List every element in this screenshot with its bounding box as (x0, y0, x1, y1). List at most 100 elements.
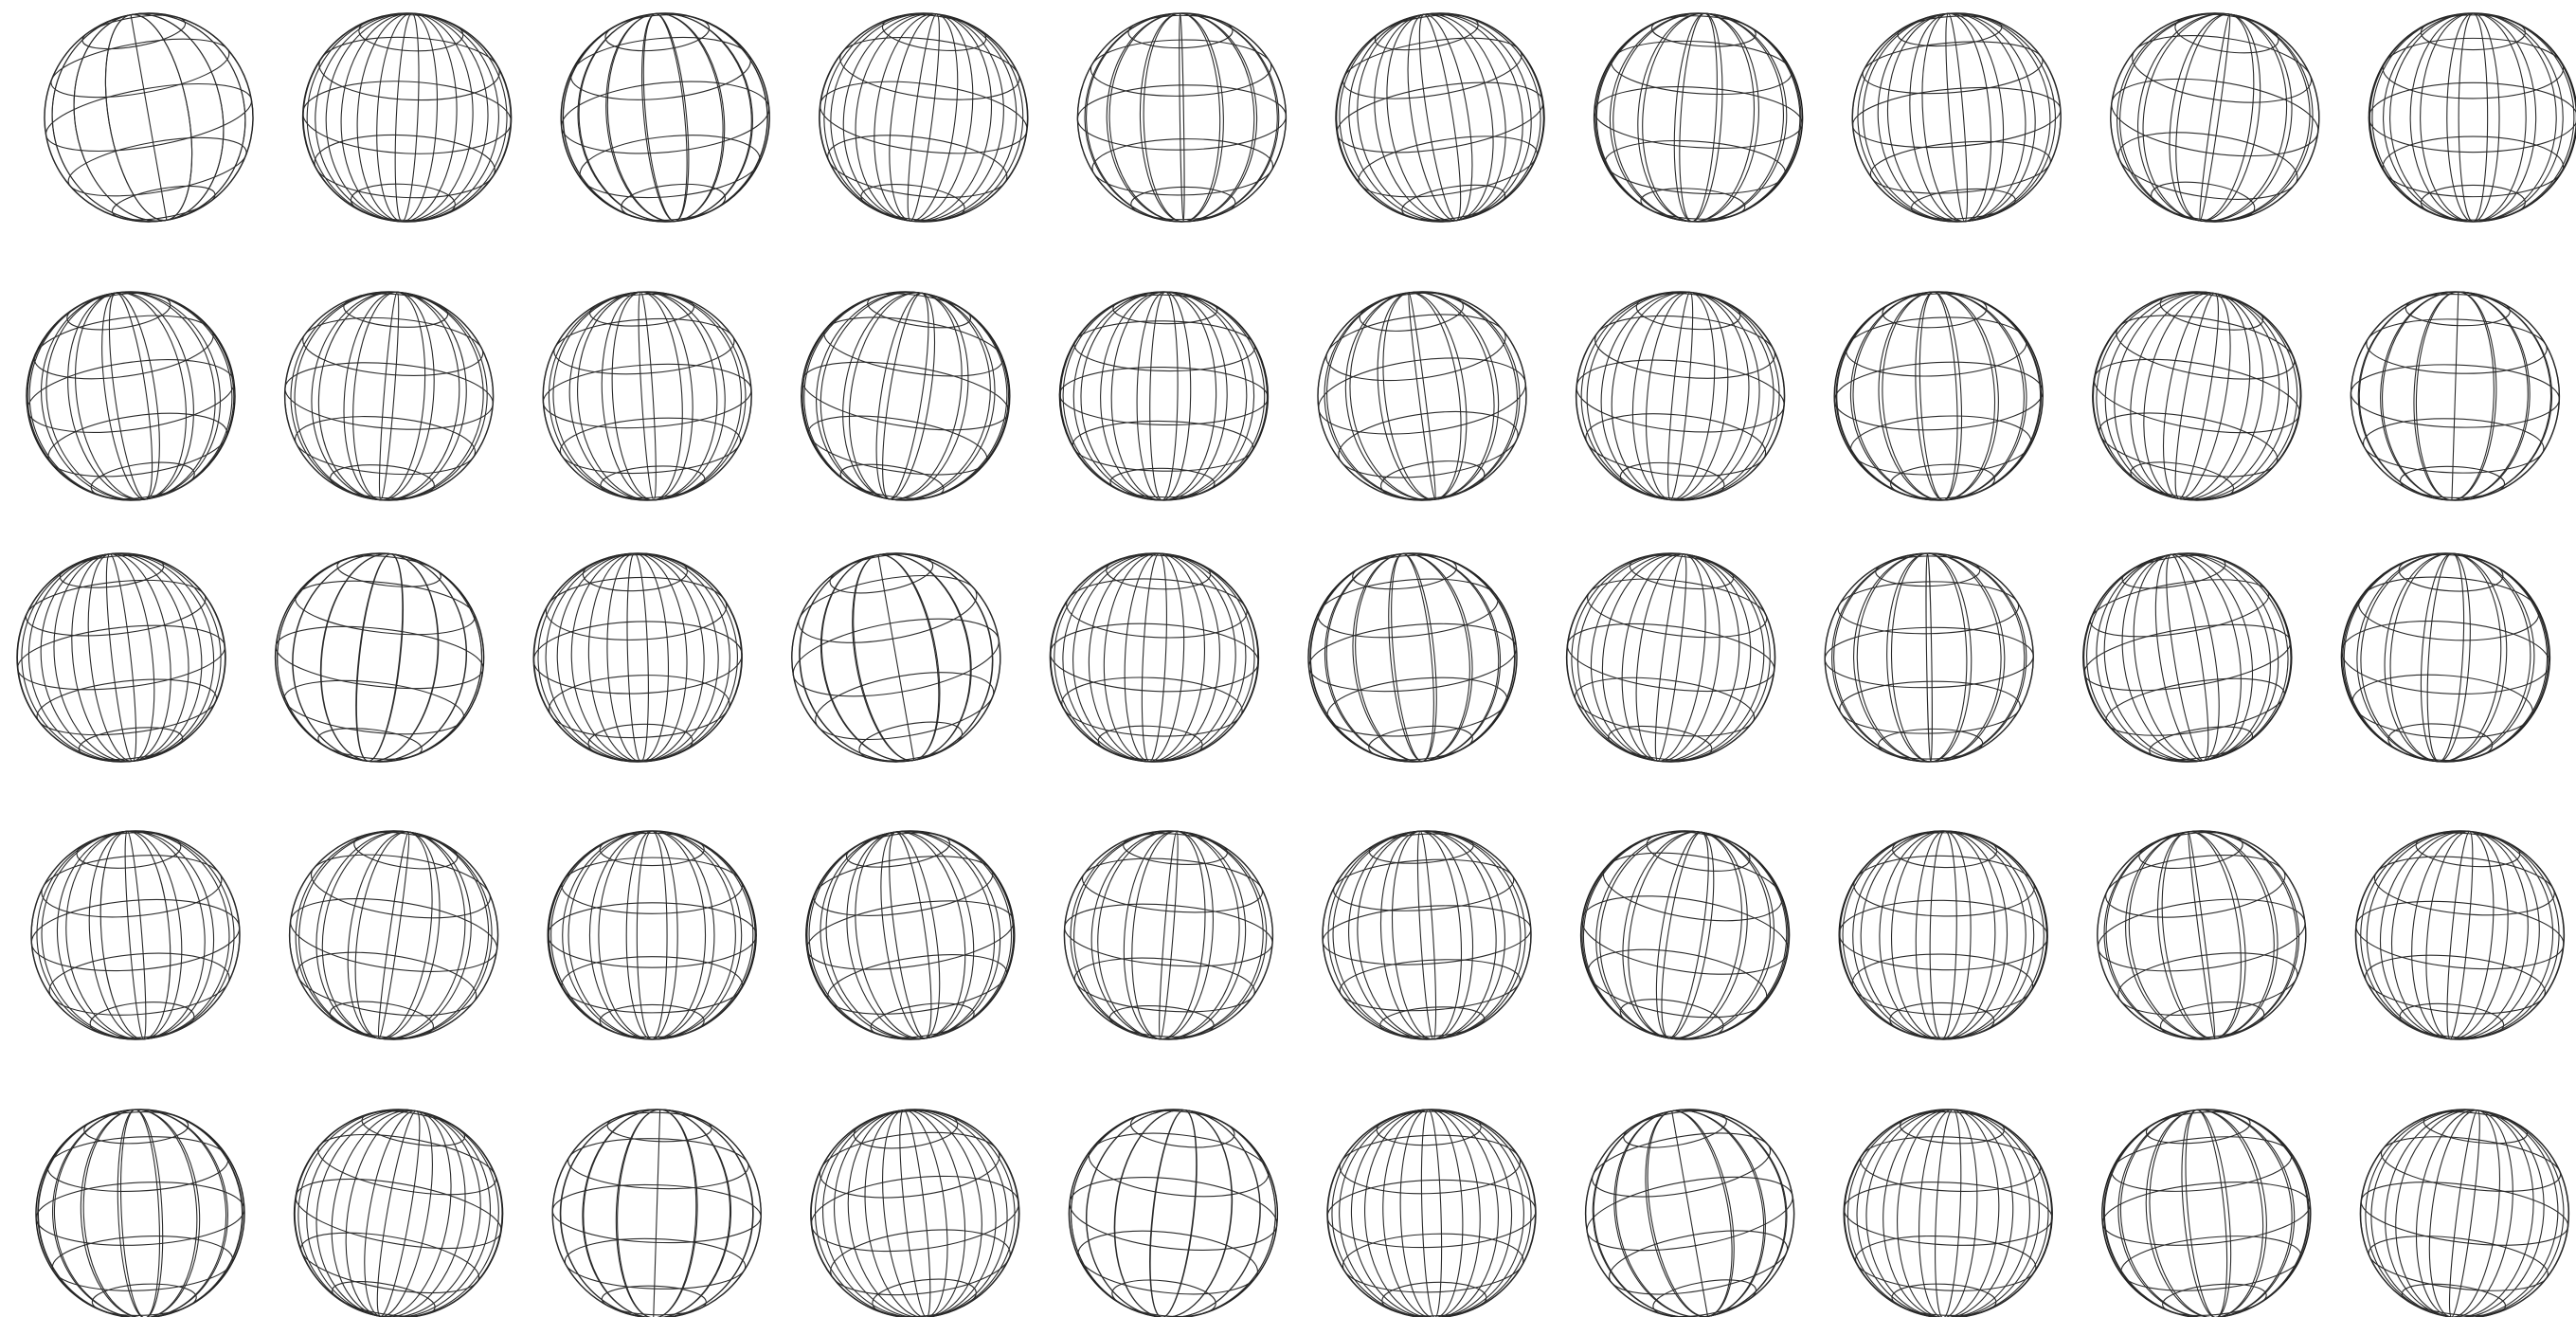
meridian-line (1851, 830, 2035, 1041)
meridian-line (1396, 10, 1485, 226)
parallel-line (30, 306, 217, 389)
parallel-line (300, 312, 485, 382)
wireframe-sphere (2077, 276, 2318, 517)
wireframe-sphere (776, 537, 1018, 779)
wireframe-sphere (1829, 287, 2047, 505)
parallel-line (1576, 883, 1793, 986)
sphere-outline (2068, 538, 2307, 777)
sphere-outline (1045, 549, 1263, 767)
wireframe-sphere (531, 550, 746, 766)
parallel-line (2118, 1229, 2303, 1298)
meridian-line (2097, 0, 2333, 235)
meridian-line (1604, 8, 1793, 226)
meridian-line (599, 9, 732, 226)
wireframe-sphere (548, 831, 756, 1039)
wireframe-sphere (2348, 289, 2563, 504)
meridian-line (1577, 283, 1782, 509)
meridian-line (878, 555, 914, 761)
wireframe-sphere (1569, 1093, 1810, 1317)
parallel-line (59, 551, 166, 593)
meridian-line (2157, 9, 2273, 227)
wireframe-sphere (2369, 13, 2576, 222)
parallel-line (1339, 1132, 1521, 1196)
parallel-line (1833, 357, 2045, 434)
parallel-line (1097, 724, 1203, 763)
meridian-line (81, 828, 189, 1043)
parallel-line (820, 307, 1007, 387)
meridian-line (2403, 827, 2516, 1043)
meridian-line (531, 550, 745, 766)
meridian-line (1832, 287, 2045, 505)
parallel-line (1825, 626, 2034, 690)
parallel-line (1852, 953, 2033, 1017)
meridian-line (2357, 822, 2562, 1047)
parallel-line (2353, 893, 2567, 978)
parallel-line (2357, 1172, 2571, 1255)
meridian-line (2383, 825, 2537, 1045)
parallel-line (2357, 572, 2541, 646)
parallel-line (824, 945, 1011, 1023)
parallel-line (838, 459, 946, 504)
meridian-line (1624, 288, 1737, 504)
meridian-line (1855, 7, 2058, 229)
parallel-line (558, 73, 772, 162)
meridian-line (1614, 823, 1756, 1046)
meridian-line (1069, 550, 1241, 766)
meridian-line (348, 551, 411, 763)
meridian-line (1060, 1099, 1287, 1317)
parallel-line (804, 406, 991, 485)
parallel-line (1593, 81, 1805, 153)
meridian-line (624, 553, 651, 763)
meridian-line (1066, 824, 1270, 1047)
sphere-outline (2077, 276, 2318, 517)
parallel-line (1106, 553, 1212, 592)
meridian-line (1125, 828, 1213, 1041)
parallel-line (865, 288, 973, 334)
meridian-line (1846, 288, 2031, 504)
meridian-line (277, 284, 500, 509)
parallel-line (1598, 842, 1786, 932)
sphere-outline (2335, 547, 2556, 767)
meridian-line (1142, 1108, 1204, 1317)
sphere-outline (13, 279, 249, 514)
meridian-line (1301, 544, 1524, 770)
parallel-line (35, 1178, 246, 1250)
wireframe-sphere (1321, 0, 1559, 237)
wireframe-sphere (2068, 538, 2307, 777)
parallel-line (2095, 402, 2282, 488)
wireframe-sphere (1567, 282, 1794, 510)
meridian-line (2152, 827, 2252, 1043)
meridian-line (1569, 1093, 1810, 1317)
wireframe-sphere (28, 0, 270, 238)
meridian-line (2144, 550, 2231, 765)
meridian-line (1663, 292, 1698, 501)
meridian-line (2441, 831, 2477, 1040)
meridian-line (18, 544, 225, 771)
meridian-line (2096, 1100, 2318, 1317)
meridian-line (266, 543, 493, 772)
meridian-line (2410, 13, 2536, 222)
parallel-line (1890, 462, 1996, 501)
meridian-line (604, 552, 672, 763)
parallel-line (844, 827, 952, 873)
meridian-line (1334, 0, 1546, 234)
parallel-line (2145, 1108, 2251, 1147)
sphere-outline (2097, 0, 2333, 235)
meridian-line (1591, 7, 1807, 227)
meridian-line (1848, 288, 2028, 504)
sphere-outline (1058, 290, 1270, 501)
wireframe-sphere (264, 543, 495, 773)
meridian-line (1626, 550, 1716, 766)
meridian-line (819, 3, 1028, 233)
wireframe-sphere (2335, 547, 2556, 767)
parallel-line (2339, 615, 2551, 700)
meridian-line (1878, 289, 2000, 502)
sphere-outline (1588, 7, 1809, 227)
meridian-line (1342, 2, 1537, 233)
wireframe-sphere (2348, 1097, 2576, 1317)
sphere-outline (786, 277, 1025, 515)
meridian-line (796, 818, 1025, 1053)
meridian-line (2196, 14, 2233, 222)
meridian-line (2452, 292, 2459, 500)
parallel-line (1583, 406, 1769, 483)
